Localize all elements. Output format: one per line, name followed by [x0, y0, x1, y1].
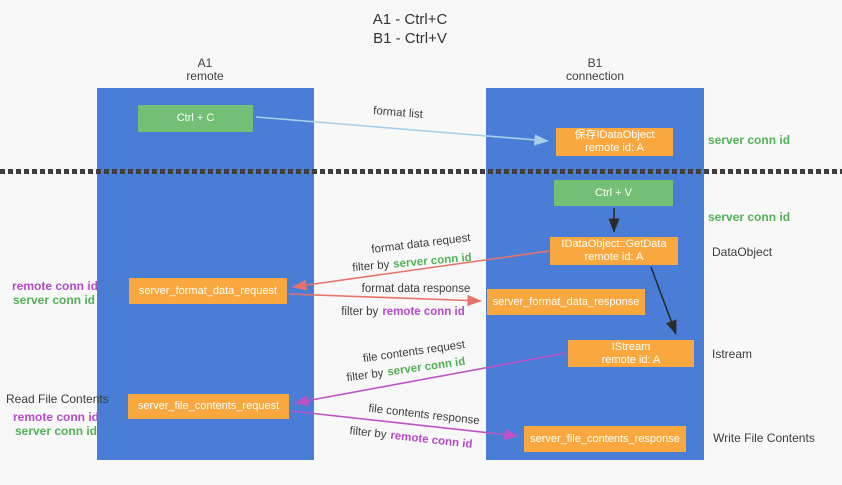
phase-divider — [0, 169, 842, 174]
idataobject-getdata-line2: remote id: A — [584, 251, 644, 263]
side-label-server-conn-id-mid: server conn id — [708, 210, 791, 224]
save-idataobject-line1: 保存IDataObject — [574, 129, 655, 141]
column-a1-subtitle: remote — [186, 69, 224, 83]
read-file-contents-label: Read File Contents — [6, 392, 109, 406]
ctrl-c-label: Ctrl + C — [176, 112, 215, 124]
node-server-format-data-request: server_format_data_request — [129, 278, 287, 304]
ctrl-v-label: Ctrl + V — [595, 186, 632, 199]
filter-by-text: filter by — [351, 259, 390, 275]
arrow-format-data-response — [288, 293, 482, 307]
server-file-contents-response-label: server_file_contents_response — [530, 432, 680, 445]
idataobject-getdata-line1: IDataObject::GetData — [561, 238, 667, 250]
label-filter-by-remote-conn-id-1: filter by remote conn id — [341, 306, 465, 318]
side-label-istream: Istream — [712, 347, 753, 361]
remote-conn-id-label: remote conn id — [12, 410, 99, 424]
server-conn-id-text: server conn id — [392, 251, 473, 271]
node-ctrl-v: Ctrl + V — [554, 180, 673, 206]
format-data-response-text: format data response — [361, 283, 471, 295]
column-b1-name: B1 — [587, 56, 603, 70]
column-header-a1: A1 remote — [145, 57, 265, 83]
label-format-list: format list — [373, 105, 424, 121]
node-idataobject-getdata: IDataObject::GetData remote id: A — [550, 237, 678, 265]
title-line-1: A1 - Ctrl+C — [372, 11, 448, 28]
server-conn-id-label: server conn id — [12, 293, 96, 307]
server-format-data-response-label: server_format_data_response — [492, 295, 640, 308]
left-conn-id-group-file: Read File Contents remote conn id server… — [6, 392, 109, 438]
remote-conn-id-label: remote conn id — [12, 279, 99, 293]
side-label-server-conn-id-top: server conn id — [708, 133, 791, 147]
left-conn-id-group-format: remote conn id server conn id — [12, 279, 99, 307]
label-filter-by-server-conn-id-1: filter by server conn id — [352, 252, 472, 274]
server-conn-id-label: server conn id — [14, 424, 98, 438]
title-line-2: B1 - Ctrl+V — [373, 30, 447, 47]
node-ctrl-c: Ctrl + C — [138, 105, 253, 132]
save-idataobject-line2: remote id: A — [585, 142, 644, 154]
filter-by-text: filter by — [348, 425, 388, 442]
file-contents-response-text: file contents response — [367, 402, 481, 428]
side-label-dataobject: DataObject — [712, 245, 773, 259]
server-format-data-request-label: server_format_data_request — [138, 284, 278, 297]
node-server-file-contents-request: server_file_contents_request — [128, 394, 289, 419]
node-istream: IStream remote id: A — [568, 340, 694, 367]
istream-line2: remote id: A — [601, 353, 661, 366]
label-filter-by-remote-conn-id-2: filter by remote conn id — [349, 425, 473, 451]
column-a1-name: A1 — [197, 56, 213, 70]
label-file-contents-response: file contents response — [368, 403, 481, 428]
remote-conn-id-text: remote conn id — [389, 429, 474, 451]
node-server-file-contents-response: server_file_contents_response — [524, 426, 686, 452]
format-list-text: format list — [372, 105, 424, 121]
label-format-data-response: format data response — [362, 283, 471, 295]
node-server-format-data-response: server_format_data_response — [487, 289, 645, 315]
filter-by-text: filter by — [345, 367, 385, 385]
column-b1-subtitle: connection — [565, 69, 625, 83]
column-header-b1: B1 connection — [535, 57, 655, 83]
remote-conn-id-text: remote conn id — [382, 306, 465, 318]
diagram-title: A1 - Ctrl+C B1 - Ctrl+V — [310, 10, 510, 48]
server-file-contents-request-label: server_file_contents_request — [137, 400, 280, 412]
node-save-idataobject: 保存IDataObject remote id: A — [556, 128, 673, 156]
filter-by-text: filter by — [341, 306, 379, 318]
istream-line1: IStream — [611, 340, 651, 353]
side-label-write-file-contents: Write File Contents — [713, 431, 815, 445]
